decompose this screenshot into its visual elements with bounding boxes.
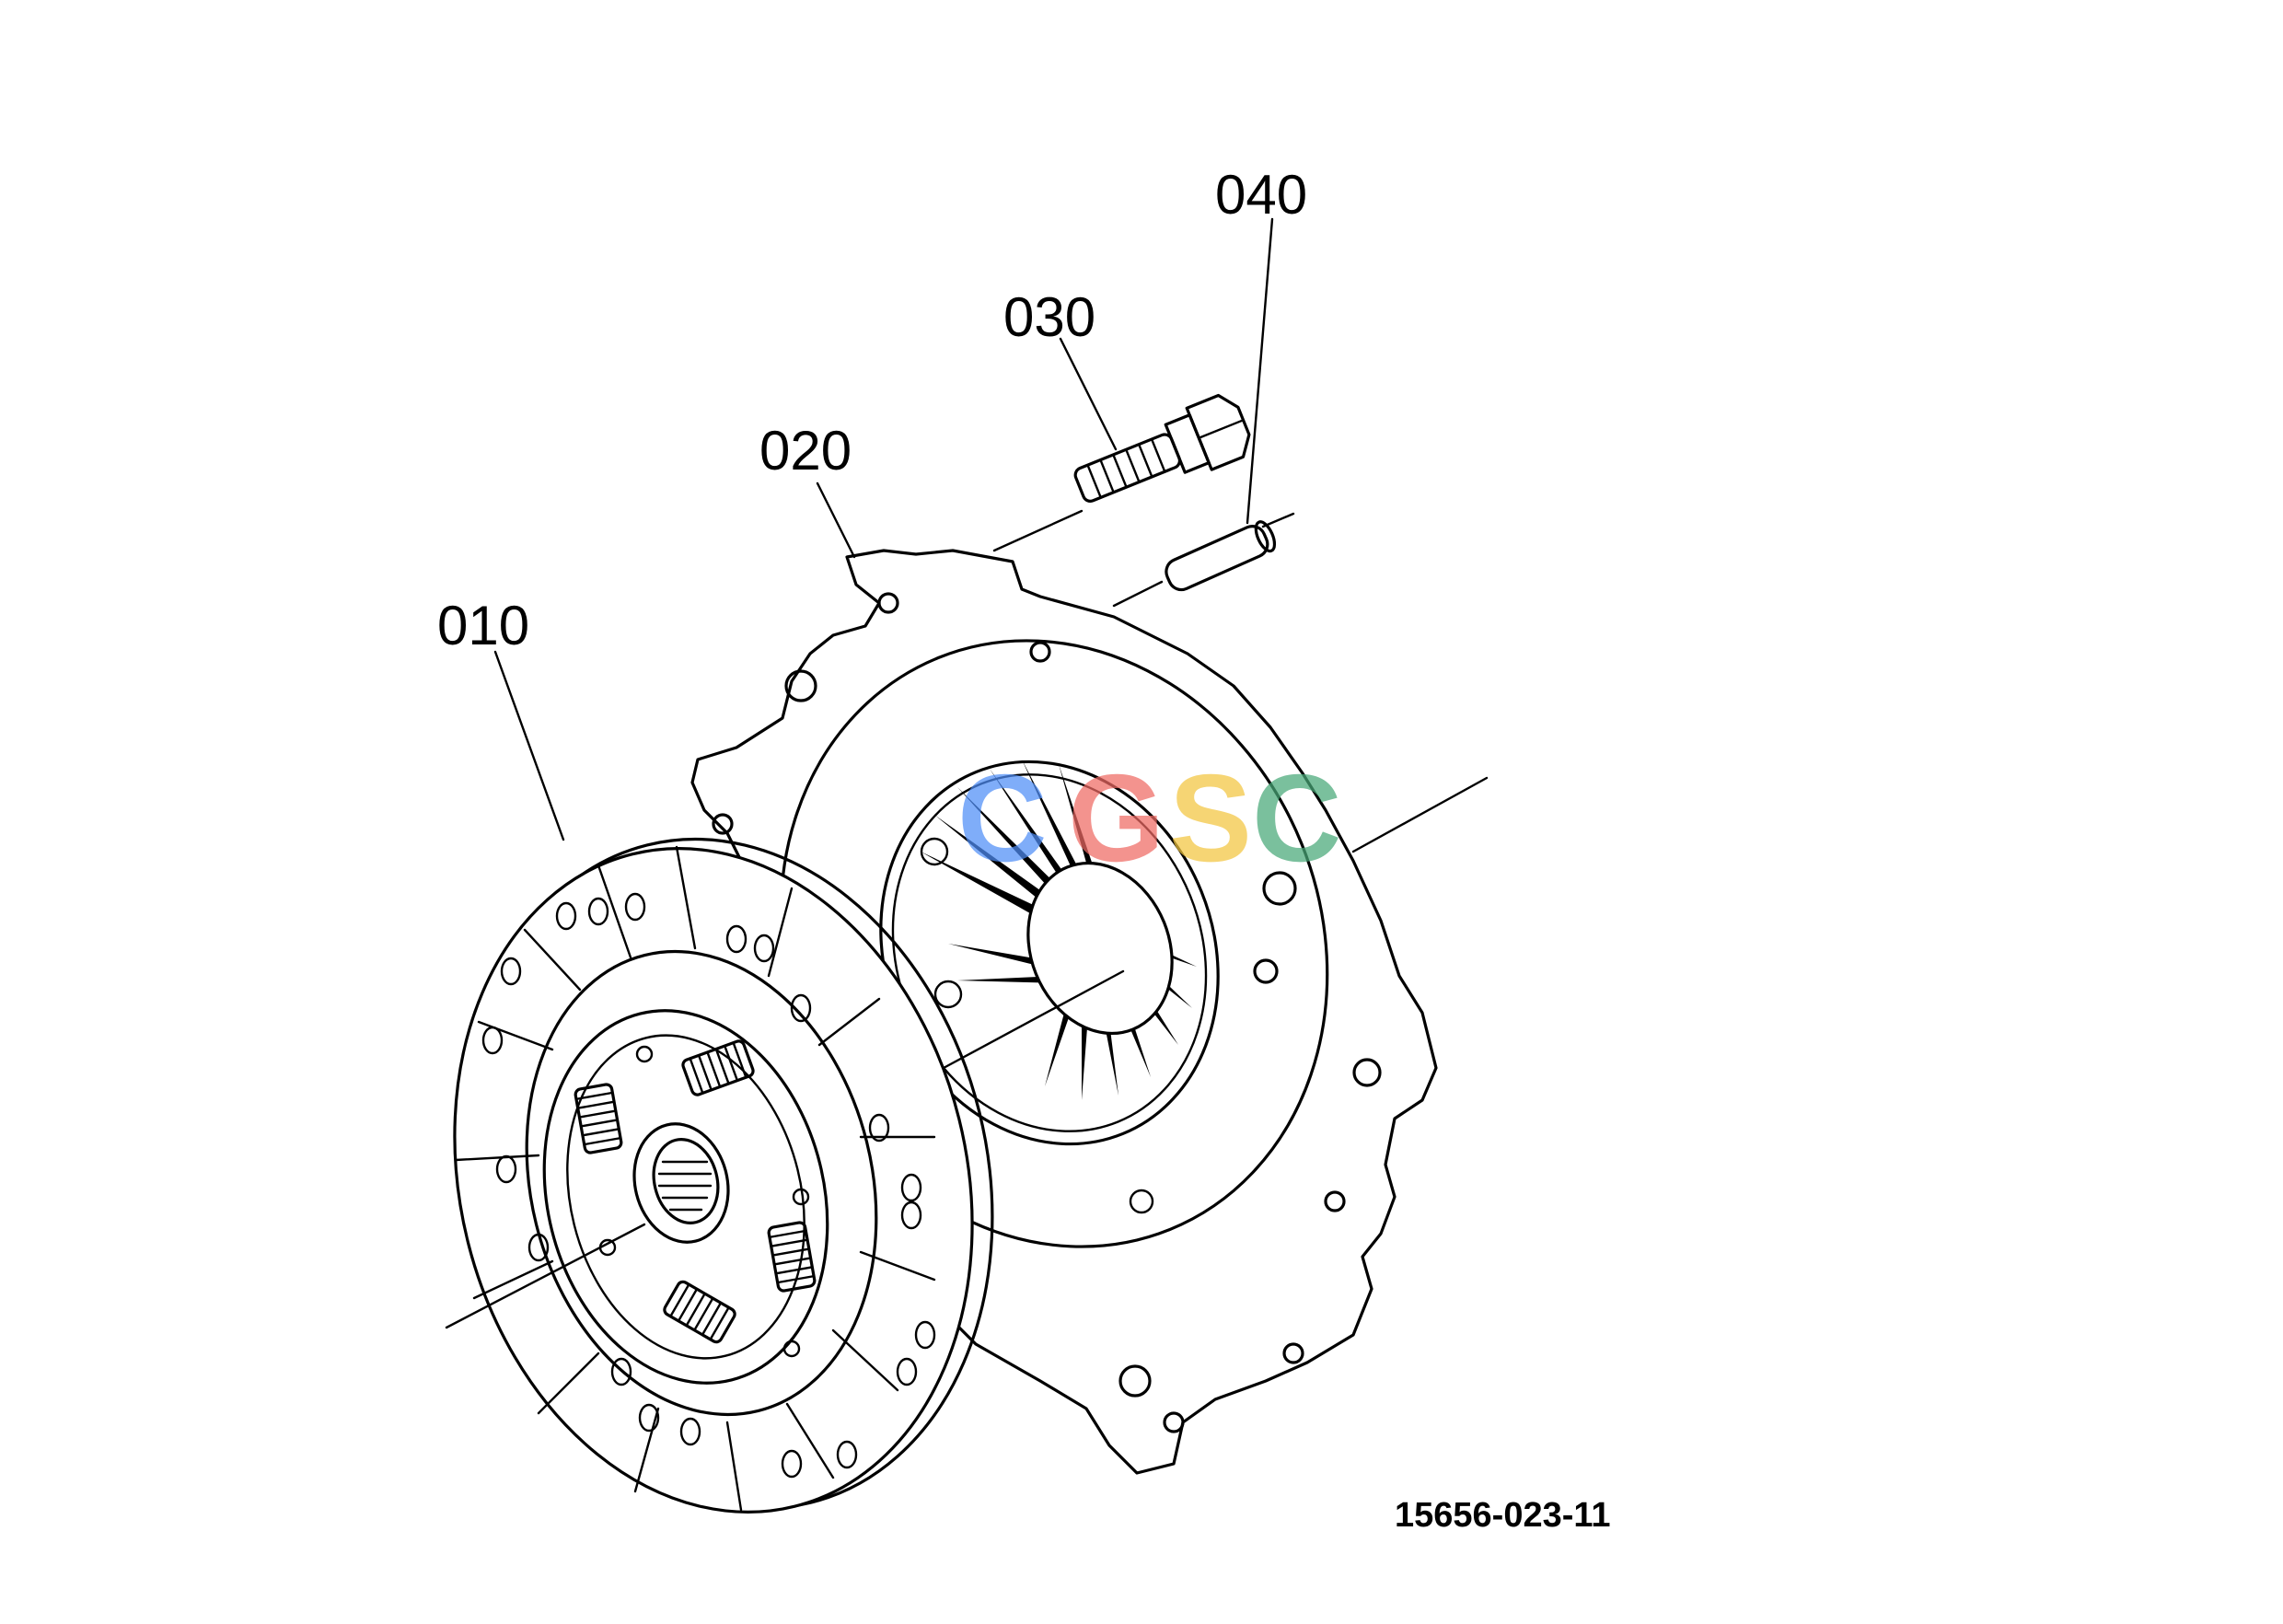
- disc-axis-line: [445, 1223, 646, 1329]
- callout-label-030: 030: [1003, 286, 1095, 348]
- callout-label-020: 020: [759, 420, 852, 481]
- clutch-cover-assembly: [690, 549, 1489, 1475]
- clutch-disc-assembly: [445, 837, 994, 1514]
- cover-axis-line-right: [1351, 776, 1489, 853]
- watermark-logo: C G S C: [957, 748, 1342, 887]
- pin-axis-line-right: [1261, 512, 1295, 528]
- diaphragm-hub-ring: [1026, 861, 1174, 1036]
- friction-segment-lines: [454, 845, 936, 1512]
- clutch-disc-outer-edge: [453, 847, 974, 1514]
- cover-axis-line: [942, 969, 1125, 1070]
- splined-hub-bore: [652, 1138, 720, 1224]
- pin-part: [1165, 520, 1277, 592]
- leader-line-040: [1246, 217, 1274, 525]
- callout-label-040: 040: [1215, 164, 1307, 226]
- disc-hub-plate-inner: [566, 1034, 805, 1360]
- bolt-part: [1073, 393, 1251, 503]
- pin-axis-line-left: [1112, 580, 1164, 608]
- facing-rivet-holes: [481, 892, 936, 1479]
- disc-hub-plate: [542, 1009, 829, 1385]
- cover-flange-outline: [690, 549, 1438, 1475]
- splined-hub-outer: [632, 1122, 730, 1244]
- figure-id-label: 15656-023-11: [1395, 1496, 1611, 1535]
- watermark-letter: G: [1068, 748, 1165, 887]
- watermark-letter: C: [1252, 748, 1342, 887]
- watermark-letter: C: [957, 748, 1048, 887]
- clutch-facing-inner-edge: [525, 949, 878, 1417]
- leader-line-010: [493, 650, 565, 841]
- cover-bolt-holes: [712, 592, 1382, 1433]
- bolt-axis-line: [992, 509, 1084, 552]
- damper-springs: [574, 1039, 817, 1344]
- leader-line-020: [816, 481, 856, 559]
- hub-splines: [657, 1160, 713, 1212]
- watermark-letter: S: [1169, 748, 1252, 887]
- callout-label-010: 010: [437, 595, 529, 656]
- leader-line-030: [1059, 337, 1118, 451]
- leader-lines: [493, 217, 1274, 841]
